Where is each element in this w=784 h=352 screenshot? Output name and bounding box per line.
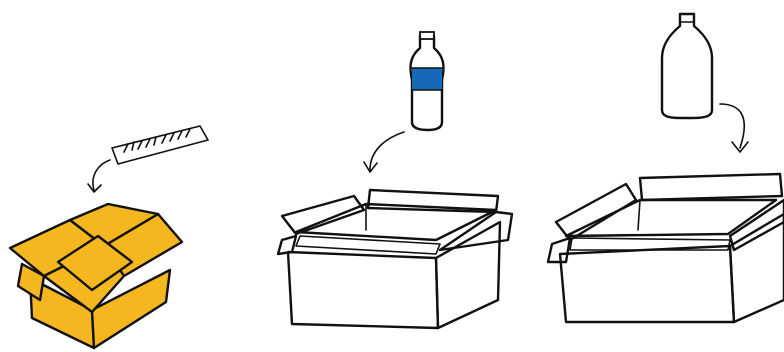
blue-cardboard-box — [278, 190, 512, 328]
red-box-group — [548, 14, 784, 322]
plastic-bottle-icon — [410, 32, 443, 130]
glass-bottle-icon — [662, 14, 712, 118]
yellow-box-group — [10, 126, 208, 348]
red-cardboard-box — [548, 174, 784, 322]
arrow-head-yellow — [88, 184, 101, 192]
yellow-cardboard-box — [10, 204, 182, 348]
ticket-icon — [112, 126, 208, 164]
blue-box-group — [278, 32, 512, 328]
